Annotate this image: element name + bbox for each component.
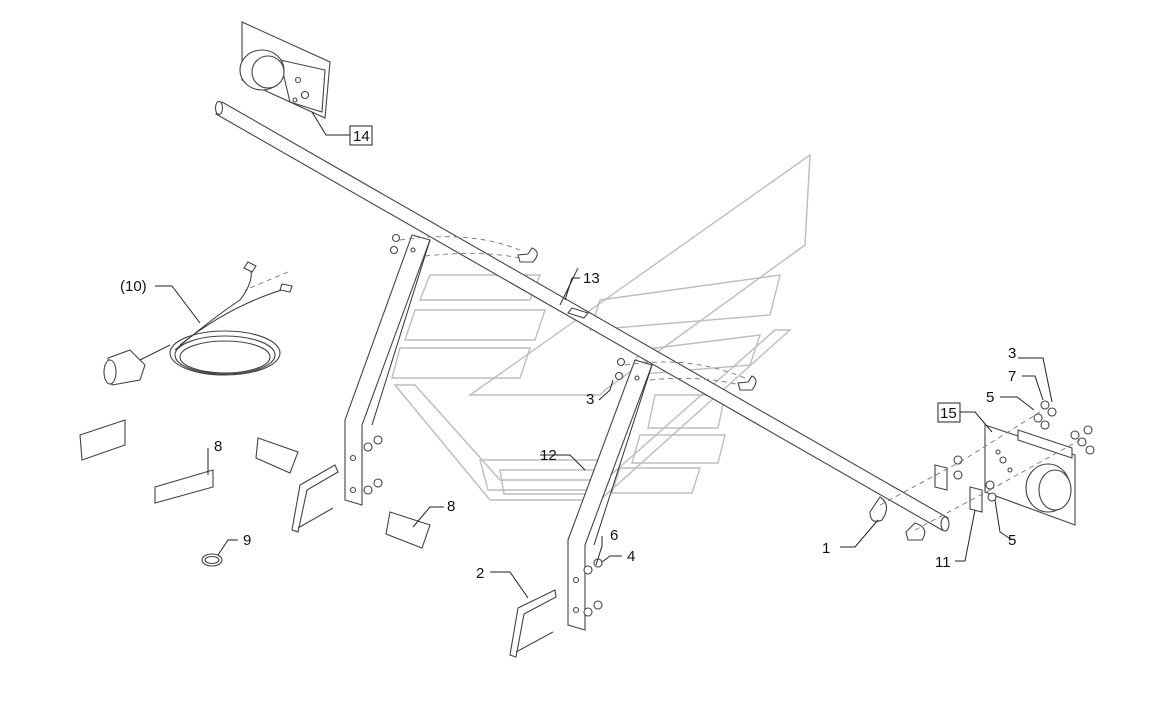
- callout-1: 1: [822, 540, 830, 557]
- callout-3-right: 3: [1008, 345, 1016, 362]
- right-vertical-bracket: [567, 359, 653, 631]
- callout-5-bottom: 5: [1008, 532, 1016, 549]
- callout-12: 12: [540, 447, 557, 464]
- callout-8-bottom: 8: [447, 498, 455, 515]
- callout-8-top: 8: [214, 438, 222, 455]
- right-lamp-assembly: [984, 424, 1076, 526]
- callout-11: 11: [935, 554, 951, 571]
- assembly-lines: [244, 236, 1081, 531]
- callout-13: 13: [583, 270, 600, 287]
- callout-5-top: 5: [986, 389, 994, 406]
- callout-14-box: 14: [353, 128, 370, 145]
- callout-7: 7: [1008, 368, 1016, 385]
- callout-15-box: 15: [940, 405, 957, 422]
- callouts: 1 2 3 3 4 5 5 6 7 8 8 9 (10) 11 12 13: [120, 111, 1053, 599]
- left-vertical-bracket: [344, 234, 431, 506]
- callout-9: 9: [243, 532, 251, 549]
- left-lamp-assembly: [239, 21, 331, 119]
- watermark-logo: [391, 153, 811, 501]
- callout-4: 4: [627, 548, 635, 565]
- fasteners: [363, 233, 1095, 617]
- callout-3-left: 3: [586, 391, 594, 408]
- wiring-harness: [103, 261, 293, 386]
- callout-10: (10): [120, 278, 147, 295]
- u-bolts: [291, 247, 926, 658]
- callout-6: 6: [610, 527, 618, 544]
- decals: [79, 419, 431, 549]
- clip-ring: [201, 553, 223, 567]
- callout-2: 2: [476, 565, 484, 582]
- clamp-plates: [934, 464, 983, 513]
